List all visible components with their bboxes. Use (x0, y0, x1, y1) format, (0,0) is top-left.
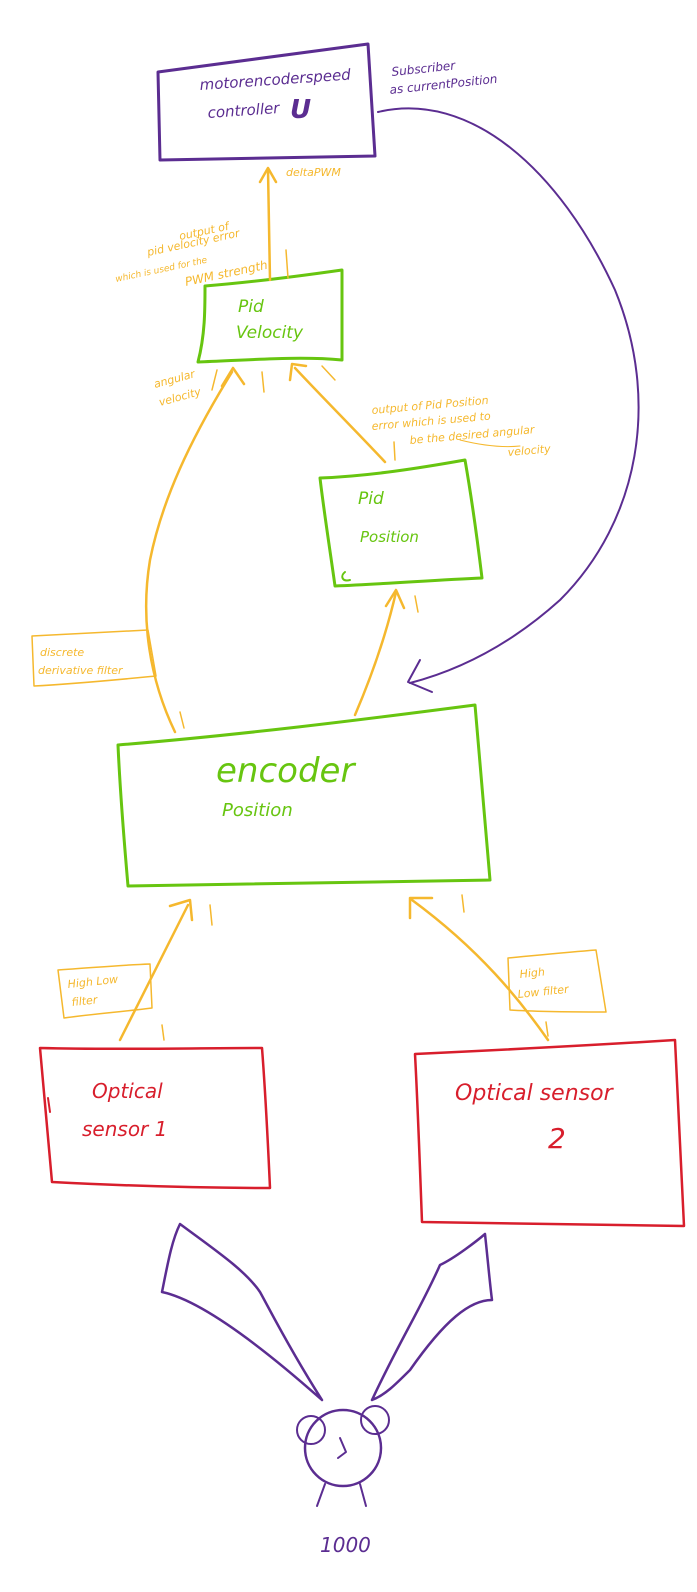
deltapwm-arrow-line (266, 168, 272, 282)
sensor1-to-encoder-line (118, 903, 190, 1042)
filter-right-box (507, 949, 607, 1013)
deltapwm-label: deltaPWM (286, 166, 341, 179)
encoder-to-velocity-tick (211, 369, 218, 391)
person-right-ear (360, 1405, 390, 1435)
sensor1-line2: sensor 1 (82, 1117, 167, 1141)
controller-label-line1: motorencoderspeed (199, 65, 352, 94)
pid-position-line1: Pid (358, 489, 384, 509)
derivative-filter-line1: discrete (40, 646, 84, 659)
angular-velocity-line2: velocity (157, 385, 202, 409)
person-left-leg (316, 1483, 326, 1507)
derivative-filter-line2: derivative filter (38, 664, 124, 677)
filter-right-label: High Low filter (507, 949, 607, 1013)
sensor2-box (413, 1038, 686, 1228)
controller-node: motorencoderspeed controller U (156, 42, 377, 162)
person-caption: 1000 (320, 1533, 371, 1557)
filter-left-line1: High Low (67, 973, 119, 991)
sensor2-line2: 2 (548, 1122, 566, 1155)
filter-left-line2: filter (71, 993, 99, 1009)
sensor1-line1: Optical (92, 1079, 163, 1103)
right-beam-shape (370, 1232, 494, 1402)
controller-symbol: U (290, 95, 311, 125)
pid-velocity-line1: Pid (238, 297, 264, 317)
derivative-filter-label: discrete derivative filter (31, 629, 157, 687)
feedback-arrowhead (407, 659, 433, 693)
pid-position-line2: Position (360, 528, 419, 546)
sensor2-to-encoder-arrowhead (408, 896, 434, 920)
filter-left-box (57, 963, 153, 1019)
encoder-to-velocity-tick3 (179, 711, 185, 729)
controller-label-line2: controller (207, 99, 281, 122)
filter-right-line1: High (519, 965, 546, 981)
velocity-output-note: output of pid velocity error which is us… (115, 219, 269, 289)
encoder-to-velocity-arrow: angular velocity (144, 366, 265, 734)
position-output-note: output of Pid Position error which is us… (371, 394, 551, 459)
sensor1-node: Optical sensor 1 (38, 1046, 272, 1190)
position-output-underline (459, 439, 521, 448)
deltapwm-arrowhead (258, 166, 278, 184)
left-beam (160, 1222, 324, 1402)
encoder-line2: Position (222, 800, 293, 821)
sensor1-box (38, 1046, 272, 1190)
position-to-velocity-arrowhead (288, 362, 308, 382)
position-to-velocity-line (293, 366, 387, 464)
person-figure: 1000 (296, 1405, 390, 1557)
feedback-arrow (377, 107, 640, 693)
pid-position-corner-mark (341, 571, 351, 582)
pid-velocity-box (196, 268, 344, 364)
encoder-to-position-tick (414, 595, 419, 613)
filter-right-line2: Low filter (517, 983, 571, 1001)
pid-position-node: Pid Position (318, 458, 484, 588)
sensor2-line1: Optical sensor (455, 1081, 615, 1106)
encoder-to-velocity-line (144, 370, 234, 734)
sensor1-to-encoder-arrow (118, 898, 213, 1042)
person-face (337, 1437, 347, 1459)
position-output-line4: velocity (507, 442, 551, 459)
left-beam-shape (160, 1222, 324, 1402)
pid-position-box (318, 458, 484, 588)
sensor1-to-encoder-tick2 (161, 1024, 165, 1041)
position-to-velocity-tick (321, 365, 336, 381)
encoder-to-velocity-arrowhead (220, 366, 246, 388)
position-to-velocity-tick2 (393, 441, 396, 461)
encoder-to-position-arrowhead (384, 588, 406, 610)
encoder-line1: encoder (216, 751, 356, 791)
sensor2-to-encoder-arrow (408, 894, 550, 1042)
sensor1-edge-mark (47, 1097, 51, 1113)
encoder-to-velocity-tick2 (261, 371, 265, 393)
encoder-to-position-arrow (353, 588, 419, 717)
filter-left-label: High Low filter (57, 963, 153, 1019)
person-left-ear (296, 1415, 326, 1445)
person-right-leg (359, 1483, 367, 1507)
encoder-to-position-line (353, 590, 398, 717)
sensor1-to-encoder-arrowhead (168, 898, 194, 922)
encoder-box (116, 703, 492, 888)
subscriber-line1: Subscriber (391, 58, 457, 79)
sensor2-to-encoder-tick (461, 894, 465, 913)
pid-velocity-line2: Velocity (236, 323, 304, 343)
sensor2-node: Optical sensor 2 (413, 1038, 686, 1228)
person-head (303, 1408, 383, 1488)
right-beam (370, 1232, 494, 1402)
deltapwm-arrow: deltaPWM (258, 166, 341, 282)
feedback-arrow-line (377, 107, 640, 684)
sensor2-to-encoder-tick2 (545, 1021, 549, 1037)
encoder-node: encoder Position (116, 703, 492, 888)
derivative-filter-box (31, 629, 157, 687)
position-to-velocity-arrow (288, 362, 396, 464)
controller-box (156, 42, 377, 162)
deltapwm-tick (285, 249, 289, 279)
sensor1-to-encoder-tick (209, 904, 213, 926)
pid-velocity-node: Pid Velocity (196, 268, 344, 364)
sensor2-to-encoder-line (410, 898, 550, 1042)
subscriber-label: Subscriber as currentPosition (389, 58, 498, 97)
